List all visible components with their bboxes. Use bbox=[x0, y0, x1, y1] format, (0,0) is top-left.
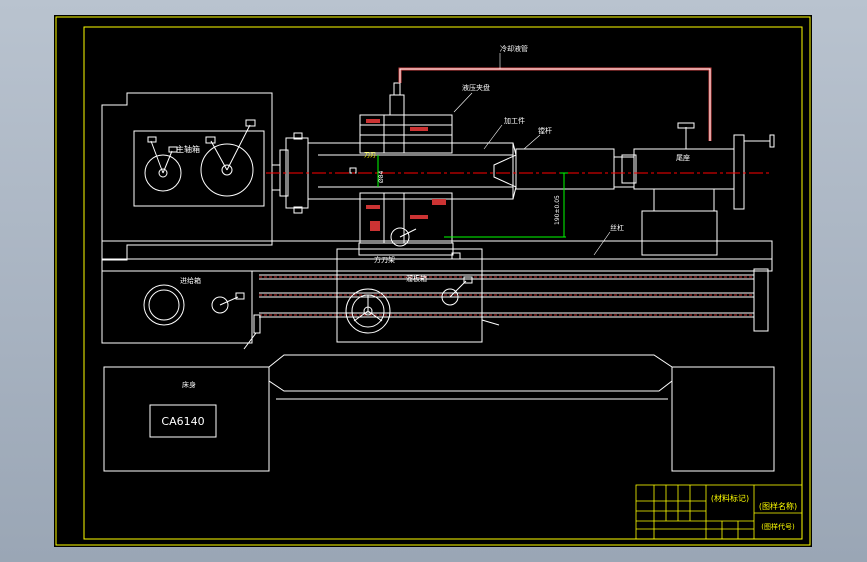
title-block bbox=[635, 484, 803, 540]
bed-rails bbox=[101, 240, 773, 332]
label-tailstock: 尾座 bbox=[676, 153, 690, 162]
label-spindle-box: 主轴箱 bbox=[176, 144, 200, 154]
coolant-pipe bbox=[398, 67, 712, 141]
lead-screw bbox=[259, 276, 754, 316]
label-lead-screw: 丝杠 bbox=[610, 223, 624, 232]
headstock bbox=[101, 92, 281, 261]
coolant-pipe-core bbox=[399, 68, 711, 141]
dim-diameter: Ø84 bbox=[378, 170, 385, 183]
leader-lead-screw bbox=[593, 231, 611, 256]
label-bed: 床身 bbox=[182, 380, 196, 389]
outer-border bbox=[55, 16, 811, 546]
dimension-lines bbox=[377, 155, 568, 238]
lathe-bed bbox=[103, 354, 775, 472]
label-workpiece: 加工件 bbox=[504, 116, 525, 125]
leader-hydraulic bbox=[453, 92, 473, 113]
label-coolant-pipe: 冷却液管 bbox=[500, 44, 528, 53]
tailstock bbox=[621, 122, 775, 256]
model-label: CA6140 bbox=[161, 415, 204, 428]
apron bbox=[336, 248, 500, 343]
label-cutter: 刀刃 bbox=[364, 152, 376, 159]
title-drawing-name: (图样名称) bbox=[759, 501, 797, 511]
label-apron: 溜板箱 bbox=[406, 274, 427, 283]
label-feed-box: 进给箱 bbox=[180, 276, 201, 285]
leader-workpiece bbox=[483, 124, 503, 150]
workpiece bbox=[307, 142, 517, 200]
leader-boring-bar bbox=[523, 134, 541, 150]
lathe-drawing: 主轴箱 刀刃 液压夹盘 方刀架 bbox=[55, 16, 811, 546]
title-drawing-code: (图样代号) bbox=[761, 522, 795, 531]
drawing-canvas: 主轴箱 刀刃 液压夹盘 方刀架 bbox=[54, 15, 812, 547]
dim-height: 190±0.05 bbox=[554, 195, 561, 225]
label-boring-bar: 镗杆 bbox=[538, 126, 552, 135]
inner-border bbox=[83, 26, 803, 540]
feed-box bbox=[101, 270, 261, 350]
label-hydraulic-chuck: 液压夹盘 bbox=[462, 83, 490, 92]
title-material: (材料标记) bbox=[711, 493, 749, 503]
hydraulic-chuck-housing bbox=[358, 82, 454, 256]
hydraulic-chuck-detail bbox=[366, 119, 446, 231]
